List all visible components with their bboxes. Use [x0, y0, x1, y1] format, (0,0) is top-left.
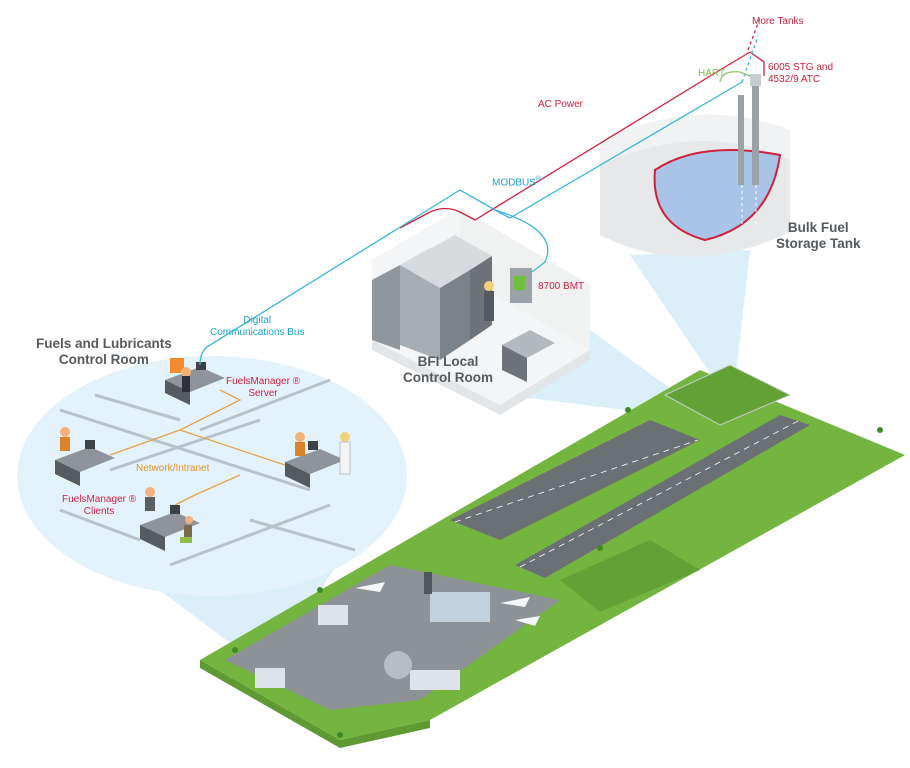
client-desk-left	[55, 427, 115, 486]
fuels-room-title: Fuels and Lubricants Control Room	[36, 336, 172, 367]
hart-label: HART	[698, 68, 726, 79]
bmt-label: 8700 BMT	[538, 281, 585, 292]
hart-cable	[719, 71, 751, 83]
fm-clients-label: FuelsManager ® Clients	[62, 494, 137, 517]
ac-power-label: AC Power	[538, 99, 584, 110]
airport-ground	[200, 364, 905, 748]
network-label: Network/Intranet	[136, 463, 210, 474]
more-tanks-label: More Tanks	[752, 16, 804, 27]
ac-power-cable	[399, 51, 751, 229]
fm-server-label: FuelsManager ® Server	[226, 376, 301, 399]
client-desk-bottom	[140, 487, 200, 551]
storage-tank	[600, 74, 790, 257]
digital-comms-bus	[199, 81, 743, 366]
bfi-room	[372, 208, 590, 415]
office-wall-lines	[59, 378, 356, 567]
modbus-label: MODBUS®	[492, 176, 542, 189]
tank-projection-beam	[630, 250, 750, 382]
digital-bus-label: Digital Communications Bus	[210, 315, 305, 338]
server-desk	[165, 358, 225, 405]
ac-power-to-tank	[749, 51, 765, 76]
bfi-room-title: BFI Local Control Room	[403, 354, 493, 385]
modbus-registered-mark: ®	[535, 176, 542, 183]
tank-gauge-label: 6005 STG and 4532/9 ATC	[768, 62, 834, 85]
modbus-cable	[494, 209, 549, 273]
bfi-projection-beam	[505, 330, 700, 415]
bulk-fuel-tank-title: Bulk Fuel Storage Tank	[776, 220, 861, 251]
client-desk-right	[285, 432, 351, 488]
